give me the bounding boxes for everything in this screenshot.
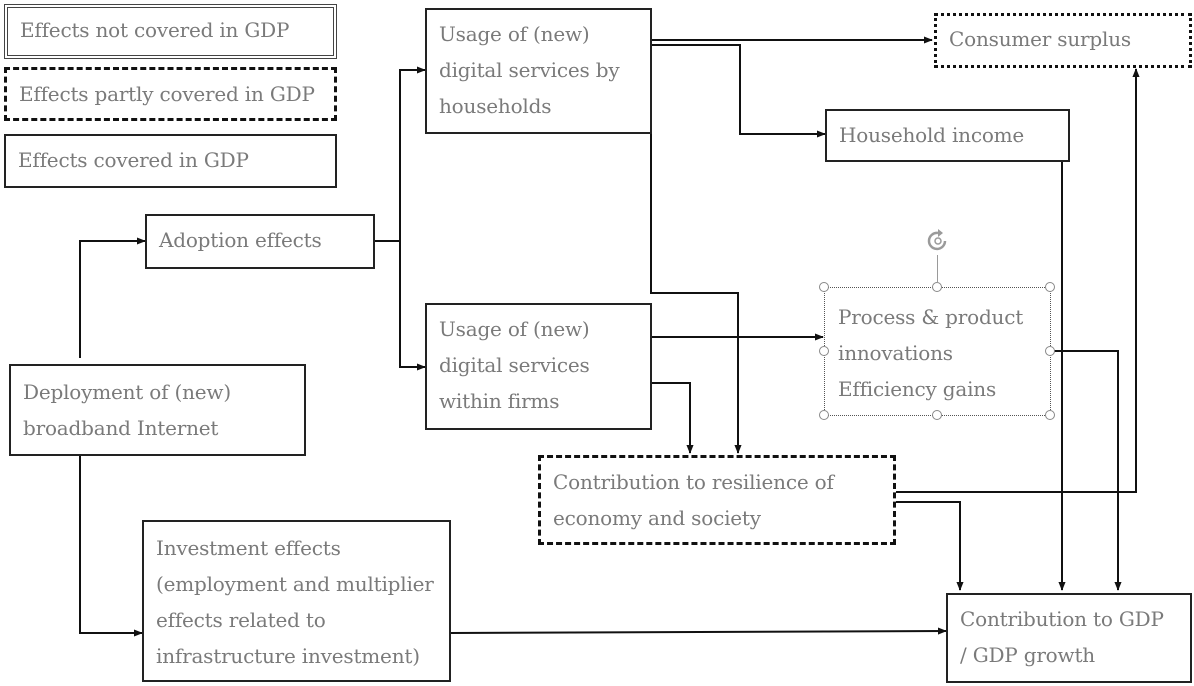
rotate-icon[interactable] xyxy=(923,226,953,256)
node-text-line: Consumer surplus xyxy=(949,27,1131,51)
legend-not-covered-label: Effects not covered in GDP xyxy=(20,18,290,42)
arrow-resilience-to-gdp xyxy=(895,501,964,591)
node-text-line: Adoption effects xyxy=(159,228,322,252)
arrow-deployment-to-adoption xyxy=(79,237,146,358)
legend-covered-label: Effects covered in GDP xyxy=(18,148,249,172)
rotate-handle-stem xyxy=(937,255,938,283)
arrow-deployment-to-investment xyxy=(79,456,143,637)
resize-handle-top-right[interactable] xyxy=(1045,282,1055,292)
legend-partly-covered-label: Effects partly covered in GDP xyxy=(19,82,315,106)
arrow-investment-to-gdp xyxy=(449,627,947,635)
node-text-line: Process & product xyxy=(838,305,1024,329)
node-adoption-effects: Adoption effects xyxy=(145,214,375,269)
resize-handle-top[interactable] xyxy=(932,282,942,292)
node-text-line: economy and society xyxy=(553,506,761,530)
node-household-income: Household income xyxy=(825,109,1070,162)
node-text-line: Usage of (new) xyxy=(439,22,590,46)
arrow-households-to-income xyxy=(651,44,826,138)
node-innovations[interactable]: Process & product innovations Efficiency… xyxy=(826,297,1048,409)
node-deployment: Deployment of (new) broadband Internet xyxy=(9,364,306,456)
resize-handle-left[interactable] xyxy=(819,346,829,356)
node-text-line: Deployment of (new) xyxy=(23,380,231,404)
node-text-line: within firms xyxy=(439,389,560,413)
arrow-households-to-resilience xyxy=(650,132,742,454)
arrow-adoption-to-firms xyxy=(374,240,426,371)
node-gdp-contribution: Contribution to GDP / GDP growth xyxy=(946,593,1192,683)
node-consumer-surplus: Consumer surplus xyxy=(934,13,1192,68)
resize-handle-bottom[interactable] xyxy=(932,410,942,420)
arrow-firms-to-resilience xyxy=(651,382,694,454)
legend-partly-covered: Effects partly covered in GDP xyxy=(4,67,337,121)
node-text-line: Contribution to GDP xyxy=(960,607,1164,631)
resize-handle-bottom-left[interactable] xyxy=(819,410,829,420)
legend-covered: Effects covered in GDP xyxy=(4,134,337,188)
node-text-line: broadband Internet xyxy=(23,416,219,440)
node-text-line: Efficiency gains xyxy=(838,377,997,401)
node-text-line: Usage of (new) xyxy=(439,317,590,341)
node-usage-firms: Usage of (new) digital services within f… xyxy=(425,303,652,430)
legend-not-covered: Effects not covered in GDP xyxy=(4,4,337,59)
resize-handle-top-left[interactable] xyxy=(819,282,829,292)
node-text-line: infrastructure investment) xyxy=(156,644,420,668)
node-text-line: innovations xyxy=(838,341,953,365)
node-text-line: / GDP growth xyxy=(960,643,1095,667)
resize-handle-bottom-right[interactable] xyxy=(1045,410,1055,420)
arrow-innovations-to-gdp xyxy=(1051,350,1122,591)
node-text-line: Investment effects xyxy=(156,536,341,560)
node-usage-households: Usage of (new) digital services by house… xyxy=(425,8,652,134)
node-text-line: (employment and multiplier xyxy=(156,572,434,596)
node-investment-effects: Investment effects (employment and multi… xyxy=(142,520,451,682)
arrow-adoption-to-households xyxy=(374,66,426,242)
node-text-line: Contribution to resilience of xyxy=(553,470,834,494)
node-text-line: Household income xyxy=(839,123,1025,147)
node-resilience: Contribution to resilience of economy an… xyxy=(538,455,896,545)
node-text-line: digital services xyxy=(439,353,590,377)
node-text-line: households xyxy=(439,94,552,118)
node-text-line: digital services by xyxy=(439,58,620,82)
resize-handle-right[interactable] xyxy=(1045,346,1055,356)
node-text-line: effects related to xyxy=(156,608,326,632)
